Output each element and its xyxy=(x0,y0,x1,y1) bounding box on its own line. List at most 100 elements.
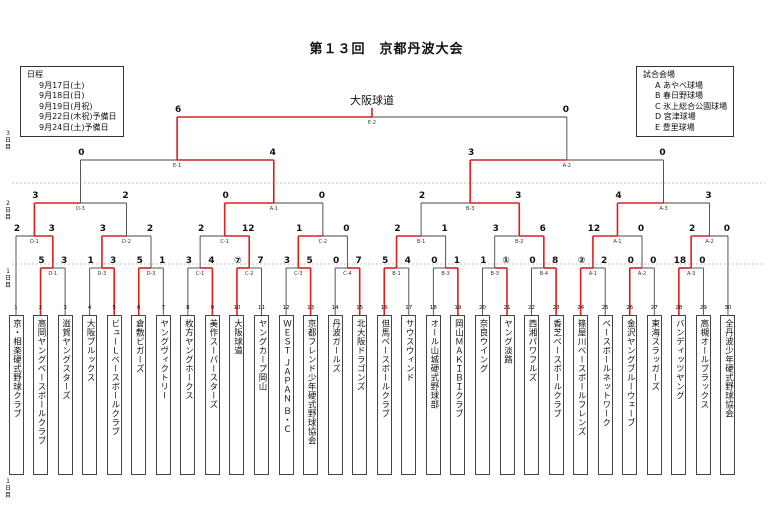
team-number: 9 xyxy=(210,305,215,311)
team-name: 北大阪ドラゴンズ xyxy=(355,319,366,391)
team-number: 17 xyxy=(405,305,413,311)
venue-heading: 試合会場 xyxy=(643,70,675,79)
match-score: 7 xyxy=(257,256,264,266)
match-score: 12 xyxy=(241,224,255,234)
venue-box: 試合会場 A あやべ球場 B 春日野球場 C 氷上総合公園球場 D 宮津球場 E… xyxy=(636,66,735,137)
team-name: 枚方ヤングホークス xyxy=(183,319,194,400)
match-score: 4 xyxy=(269,148,276,158)
team-number: 22 xyxy=(528,305,536,311)
match-score: 0 xyxy=(343,224,350,234)
match-score: 0 xyxy=(699,256,706,266)
team-number: 29 xyxy=(699,305,707,311)
match-label: B-3 xyxy=(490,271,499,277)
team-number: 7 xyxy=(161,305,166,311)
match-score: 2 xyxy=(394,224,401,234)
match-label: A-2 xyxy=(637,271,647,277)
schedule-line: 9月18日(日) xyxy=(39,91,85,100)
team-number: 14 xyxy=(331,305,339,311)
team-name: 京都フレンド少年硬式野球協会 xyxy=(306,319,317,445)
match-score: 6 xyxy=(174,105,182,115)
day-label: 2日目 xyxy=(4,200,11,221)
team-name: ヤングカープ岡山 xyxy=(257,319,267,391)
match-score: 3 xyxy=(468,148,475,158)
match-score: 2 xyxy=(146,224,154,234)
match-label: A-1 xyxy=(269,206,278,212)
match-label: D-1 xyxy=(48,271,58,277)
team-name: 京・相楽硬式野球クラブ xyxy=(11,319,22,418)
match-label: C-3 xyxy=(294,271,303,277)
team-name: 全丹波少年硬式野球協会 xyxy=(723,319,734,418)
venue-line: E 豊里球場 xyxy=(655,122,695,132)
match-label: A-3 xyxy=(659,206,668,212)
match-label: C-1 xyxy=(220,239,229,245)
match-score: 3 xyxy=(185,256,192,266)
match-score: 3 xyxy=(705,191,712,201)
match-label: A-3 xyxy=(686,271,696,277)
match-score: 0 xyxy=(222,191,229,201)
venue-line: B 春日野球場 xyxy=(655,91,704,100)
team-number: 18 xyxy=(429,305,437,311)
match-score: 0 xyxy=(562,105,569,115)
match-score: 0 xyxy=(637,224,645,234)
match-score: 0 xyxy=(318,191,325,201)
match-label: D-1 xyxy=(29,239,39,245)
match-score: 5 xyxy=(306,256,313,266)
match-score: 0 xyxy=(78,148,85,158)
match-score: ⑦ xyxy=(234,256,242,266)
schedule-heading: 日程 xyxy=(27,70,43,79)
match-label: D-2 xyxy=(122,239,131,245)
match-score: 3 xyxy=(492,224,499,234)
day-label: 3日目 xyxy=(4,130,11,151)
team-number: 4 xyxy=(87,305,92,311)
match-score: 18 xyxy=(673,256,687,266)
venue-line: A あやべ球場 xyxy=(655,80,704,90)
match-label: D-3 xyxy=(146,271,156,277)
match-label: B-3 xyxy=(465,206,475,212)
match-score: 2 xyxy=(688,224,696,234)
team-name: オール山城硬式野球部 xyxy=(428,319,439,409)
match-label: B-1 xyxy=(416,239,426,245)
team-name: 篠屋川ベースボールフレンズ xyxy=(576,319,587,436)
team-name: ベースボールネットワーク xyxy=(600,319,611,427)
team-name: 美作スーパースターズ xyxy=(207,319,218,409)
team-number: 16 xyxy=(380,305,388,311)
team-name: ＷＥＳＴ ＪＡＰＡＮ Ｂ・Ｃ xyxy=(281,319,292,434)
schedule-line: 9月22日(木祝)予備日 xyxy=(39,112,117,121)
team-number: 26 xyxy=(626,305,634,311)
venue-line: C 氷上総合公園球場 xyxy=(655,101,728,111)
match-label: C-2 xyxy=(318,239,328,245)
match-score: 4 xyxy=(615,191,622,201)
final-venue: 大阪球道 xyxy=(350,94,394,107)
team-name: 西湘パワフルズ xyxy=(527,319,538,382)
team-number: 6 xyxy=(137,305,141,311)
match-label: C-1 xyxy=(195,271,205,277)
team-number: 25 xyxy=(601,305,609,311)
match-score: 2 xyxy=(197,224,205,234)
match-label: B-2 xyxy=(515,239,524,245)
match-label: E-2 xyxy=(367,120,377,126)
schedule-line: 9月19日(月祝) xyxy=(39,101,93,111)
match-score: 5 xyxy=(38,256,45,266)
team-number: 23 xyxy=(552,305,560,311)
match-label: D-3 xyxy=(76,206,85,212)
match-score: 1 xyxy=(159,256,166,266)
match-score: ② xyxy=(577,256,586,266)
match-score: 7 xyxy=(355,256,362,266)
match-score: 3 xyxy=(48,224,55,234)
match-score: 3 xyxy=(283,256,291,266)
team-name: ヤング淡路 xyxy=(502,319,513,364)
